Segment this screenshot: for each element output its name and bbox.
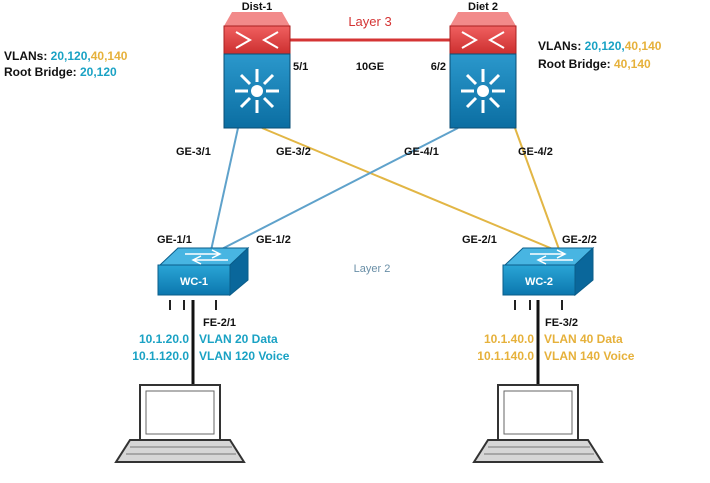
wc2-device[interactable]: WC-2: [502, 246, 595, 310]
dist2-uplink-a: GE-4/1: [404, 146, 439, 158]
wc2-name: WC-2: [525, 276, 553, 288]
dist2-root-bridge: Root Bridge: 40,140: [538, 57, 651, 71]
wc1-access-port: FE-2/1: [203, 317, 236, 329]
wc1-name: WC-1: [180, 276, 208, 288]
wc1-uplink-b: GE-1/2: [256, 234, 291, 246]
dist1-port: 5/1: [293, 61, 308, 73]
wc2-uplink-a: GE-2/1: [462, 234, 497, 246]
wc1-device[interactable]: WC-1: [157, 246, 250, 310]
dist2-port: 6/2: [431, 61, 446, 73]
dist2-name: Diet 2: [468, 1, 498, 13]
dist1-device[interactable]: [223, 12, 291, 129]
link-dist1-wc2: [261, 127, 561, 253]
layer2-label: Layer 2: [354, 263, 391, 275]
link-dist1-wc1: [209, 127, 239, 256]
switch-arrows-icon: [530, 249, 573, 265]
dist1-name: Dist-1: [242, 1, 273, 13]
dist1-uplink-b: GE-3/2: [276, 146, 311, 158]
dist1-root-bridge: Root Bridge: 20,120: [4, 65, 117, 79]
link-10ge-label: 10GE: [356, 61, 384, 73]
dist1-vlans: VLANs: 20,120,40,140: [4, 49, 128, 63]
dist2-uplink-b: GE-4/2: [518, 146, 553, 158]
wc2-subnet-2-vlan: VLAN 140 Voice: [544, 349, 635, 363]
link-dist2-wc1: [209, 127, 459, 256]
wc1-subnet-1-network: 10.1.20.0: [139, 332, 189, 346]
layer3-label: Layer 3: [348, 14, 391, 29]
multilayer-switch-icon: [235, 69, 279, 113]
wc1-uplink-a: GE-1/1: [157, 234, 192, 246]
link-dist2-wc2: [514, 127, 561, 253]
laptop-icon[interactable]: [472, 384, 604, 463]
wc2-access-port: FE-3/2: [545, 317, 578, 329]
laptop-icon[interactable]: [114, 384, 246, 463]
dist1-uplink-a: GE-3/1: [176, 146, 211, 158]
wc2-subnet-2-network: 10.1.140.0: [477, 349, 534, 363]
wc2-subnet-1-network: 10.1.40.0: [484, 332, 534, 346]
dist2-device[interactable]: [449, 12, 517, 129]
wc1-subnet-1-vlan: VLAN 20 Data: [199, 332, 278, 346]
dist2-vlans: VLANs: 20,120,40,140: [538, 39, 662, 53]
router-arrows-icon: [235, 31, 279, 49]
multilayer-switch-icon: [461, 69, 505, 113]
wc1-subnet-2-vlan: VLAN 120 Voice: [199, 349, 290, 363]
wc2-uplink-b: GE-2/2: [562, 234, 597, 246]
switch-arrows-icon: [185, 249, 228, 265]
wc2-subnet-1-vlan: VLAN 40 Data: [544, 332, 623, 346]
router-arrows-icon: [461, 31, 505, 49]
wc1-subnet-2-network: 10.1.120.0: [132, 349, 189, 363]
